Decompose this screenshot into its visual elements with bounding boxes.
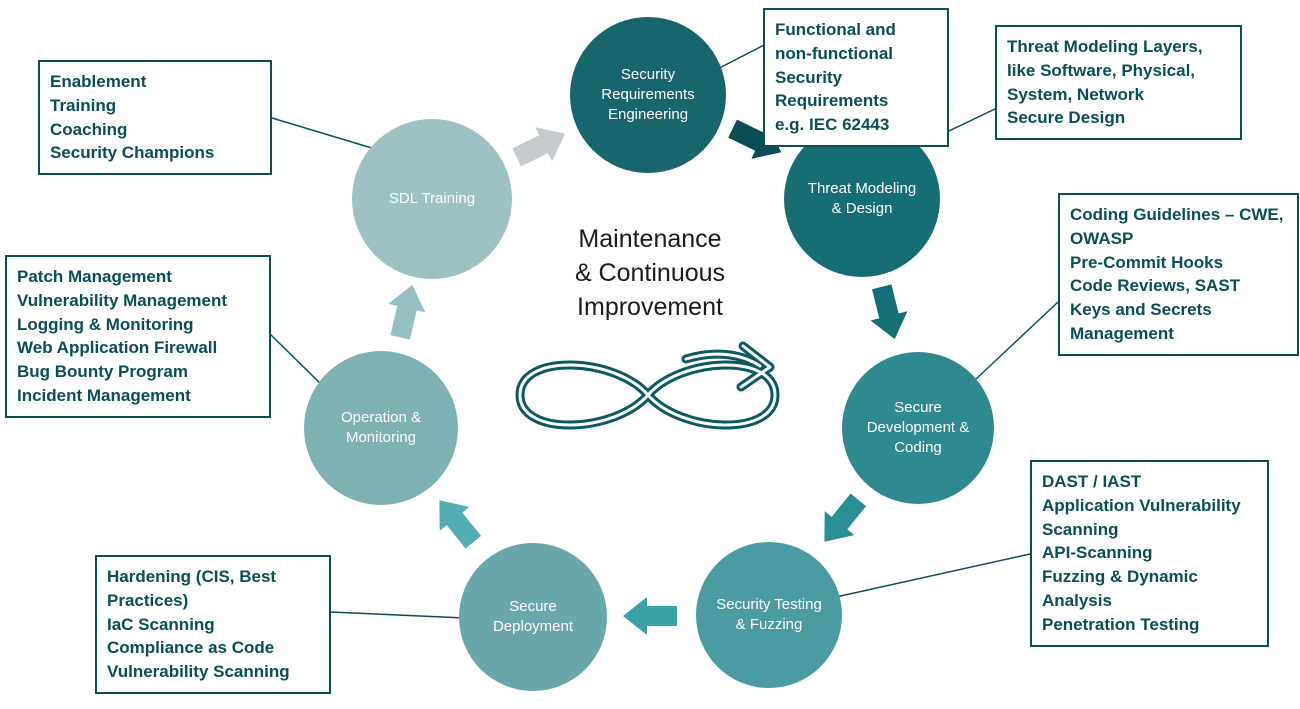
node-security-requirements-engineering: Security Requirements Engineering (570, 17, 726, 173)
node-secure-deployment: Secure Deployment (459, 543, 607, 691)
connector-line (329, 611, 466, 619)
flow-arrow-sdl-training-to-security-requirements (512, 127, 566, 167)
connector-line (835, 553, 1031, 598)
node-label: Operation & Monitoring (340, 408, 422, 446)
flow-arrow-security-testing-to-secure-deployment (623, 597, 677, 635)
flow-arrow-secure-deployment-to-operation (439, 500, 482, 549)
node-sdl-training: SDL Training (352, 119, 512, 279)
flow-arrow-secure-development-to-security-testing (824, 493, 867, 542)
node-label: Security Testing & Fuzzing (716, 595, 822, 633)
connector-line (974, 301, 1059, 381)
callout-threat-modeling-details: Threat Modeling Layers, like Software, P… (995, 25, 1242, 141)
node-label: Secure Development & Coding (866, 398, 970, 457)
node-label: Security Requirements Engineering (601, 65, 695, 124)
node-threat-modeling-design: Threat Modeling & Design (784, 121, 940, 277)
node-label: Secure Deployment (492, 597, 574, 635)
callout-secure-deployment-details: Hardening (CIS, Best Practices)IaC Scann… (95, 555, 331, 694)
node-operation-monitoring: Operation & Monitoring (304, 351, 458, 505)
callout-security-requirements-details: Functional and non-functional Security R… (763, 8, 949, 147)
flow-arrow-operation-to-sdl-training (388, 284, 426, 340)
node-label: Threat Modeling & Design (807, 179, 917, 217)
node-secure-development-coding: Secure Development & Coding (842, 352, 994, 504)
node-security-testing-fuzzing: Security Testing & Fuzzing (696, 542, 842, 688)
node-label: SDL Training (388, 189, 476, 207)
infinity-arrow-icon (515, 341, 780, 430)
flow-arrow-threat-modeling-to-secure-development (870, 284, 908, 340)
